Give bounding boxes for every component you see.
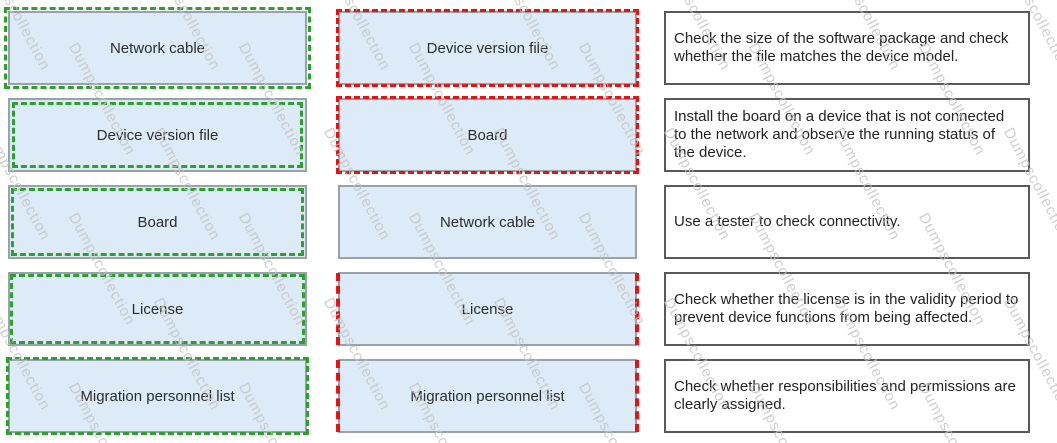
- description-tester-connectivity: Use a tester to check connectivity.: [664, 185, 1030, 259]
- answer-slot-2[interactable]: Board: [336, 96, 639, 174]
- drag-item-network-cable[interactable]: Network cable: [4, 7, 311, 89]
- drag-item-board[interactable]: Board: [8, 185, 307, 259]
- drag-item-migration-personnel-list[interactable]: Migration personnel list: [6, 357, 309, 435]
- answer-slot-3[interactable]: Network cable: [338, 185, 637, 259]
- answer-slot-4[interactable]: License: [336, 272, 639, 346]
- description-responsibilities-permissions: Check whether responsibilities and permi…: [664, 359, 1030, 433]
- answer-slot-5[interactable]: Migration personnel list: [336, 359, 639, 433]
- description-license-validity: Check whether the license is in the vali…: [664, 272, 1030, 346]
- drag-item-device-version-file[interactable]: Device version file: [8, 98, 307, 172]
- description-check-package-size: Check the size of the software package a…: [664, 11, 1030, 85]
- answer-slot-1[interactable]: Device version file: [336, 9, 639, 87]
- drag-item-license[interactable]: License: [8, 272, 307, 346]
- description-install-board-offline: Install the board on a device that is no…: [664, 98, 1030, 172]
